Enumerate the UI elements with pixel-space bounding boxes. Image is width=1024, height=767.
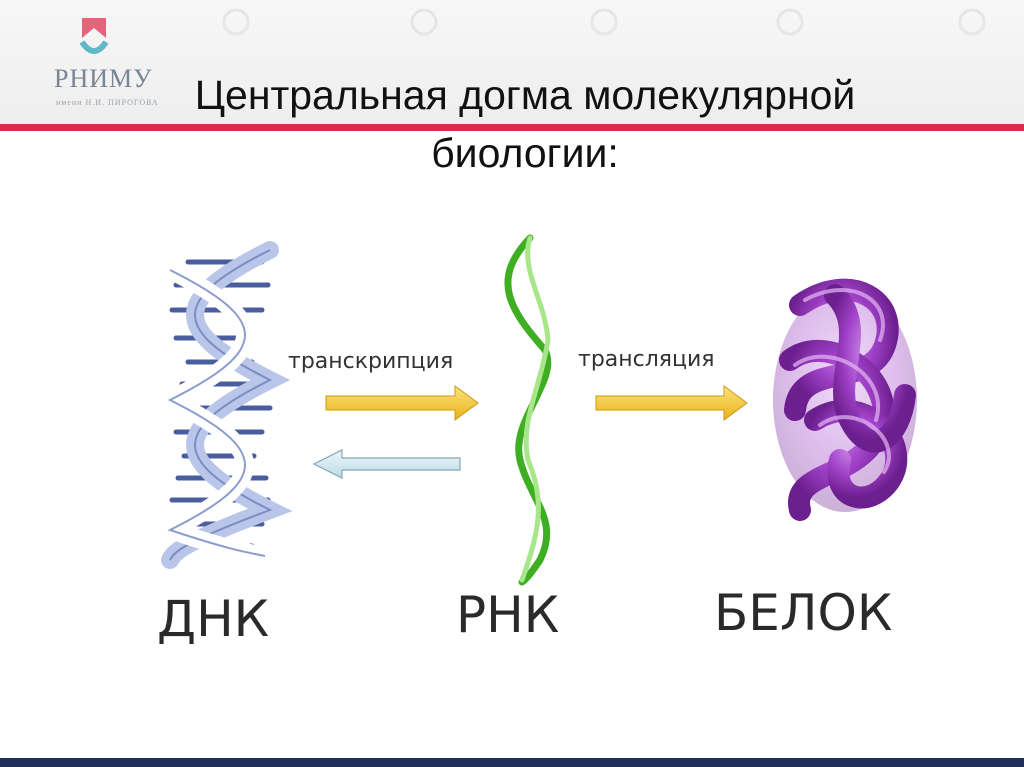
rna-strand-icon bbox=[504, 234, 552, 586]
header-band bbox=[0, 0, 1024, 124]
faint-icon bbox=[958, 8, 986, 36]
logo-subtitle: имени Н.И. ПИРОГОВА bbox=[56, 98, 159, 107]
university-logo-icon bbox=[79, 18, 109, 54]
transcription-label: транскрипция bbox=[288, 349, 453, 374]
faint-icon bbox=[410, 8, 438, 36]
protein-structure-icon bbox=[773, 278, 917, 521]
title-line-2: биологии: bbox=[431, 130, 619, 176]
transcription-arrow-icon bbox=[325, 385, 479, 421]
translation-arrow-icon bbox=[595, 385, 748, 421]
faint-icon bbox=[776, 8, 804, 36]
translation-label: трансляция bbox=[578, 347, 715, 372]
slide-title: Центральная догма молекулярной биологии: bbox=[145, 66, 905, 182]
rna-label: РНК bbox=[456, 586, 559, 644]
footer-rule bbox=[0, 758, 1024, 767]
reverse-transcription-arrow-icon bbox=[312, 449, 461, 479]
logo-text: РНИМУ bbox=[54, 64, 153, 93]
dna-helix-icon bbox=[146, 241, 293, 569]
faint-header-icons bbox=[222, 8, 986, 36]
faint-icon bbox=[222, 8, 250, 36]
protein-label: БЕЛОК bbox=[714, 584, 892, 642]
header-rule bbox=[0, 124, 1024, 131]
dna-label: ДНК bbox=[157, 590, 269, 648]
faint-icon bbox=[590, 8, 618, 36]
title-line-1: Центральная догма молекулярной bbox=[194, 72, 856, 118]
